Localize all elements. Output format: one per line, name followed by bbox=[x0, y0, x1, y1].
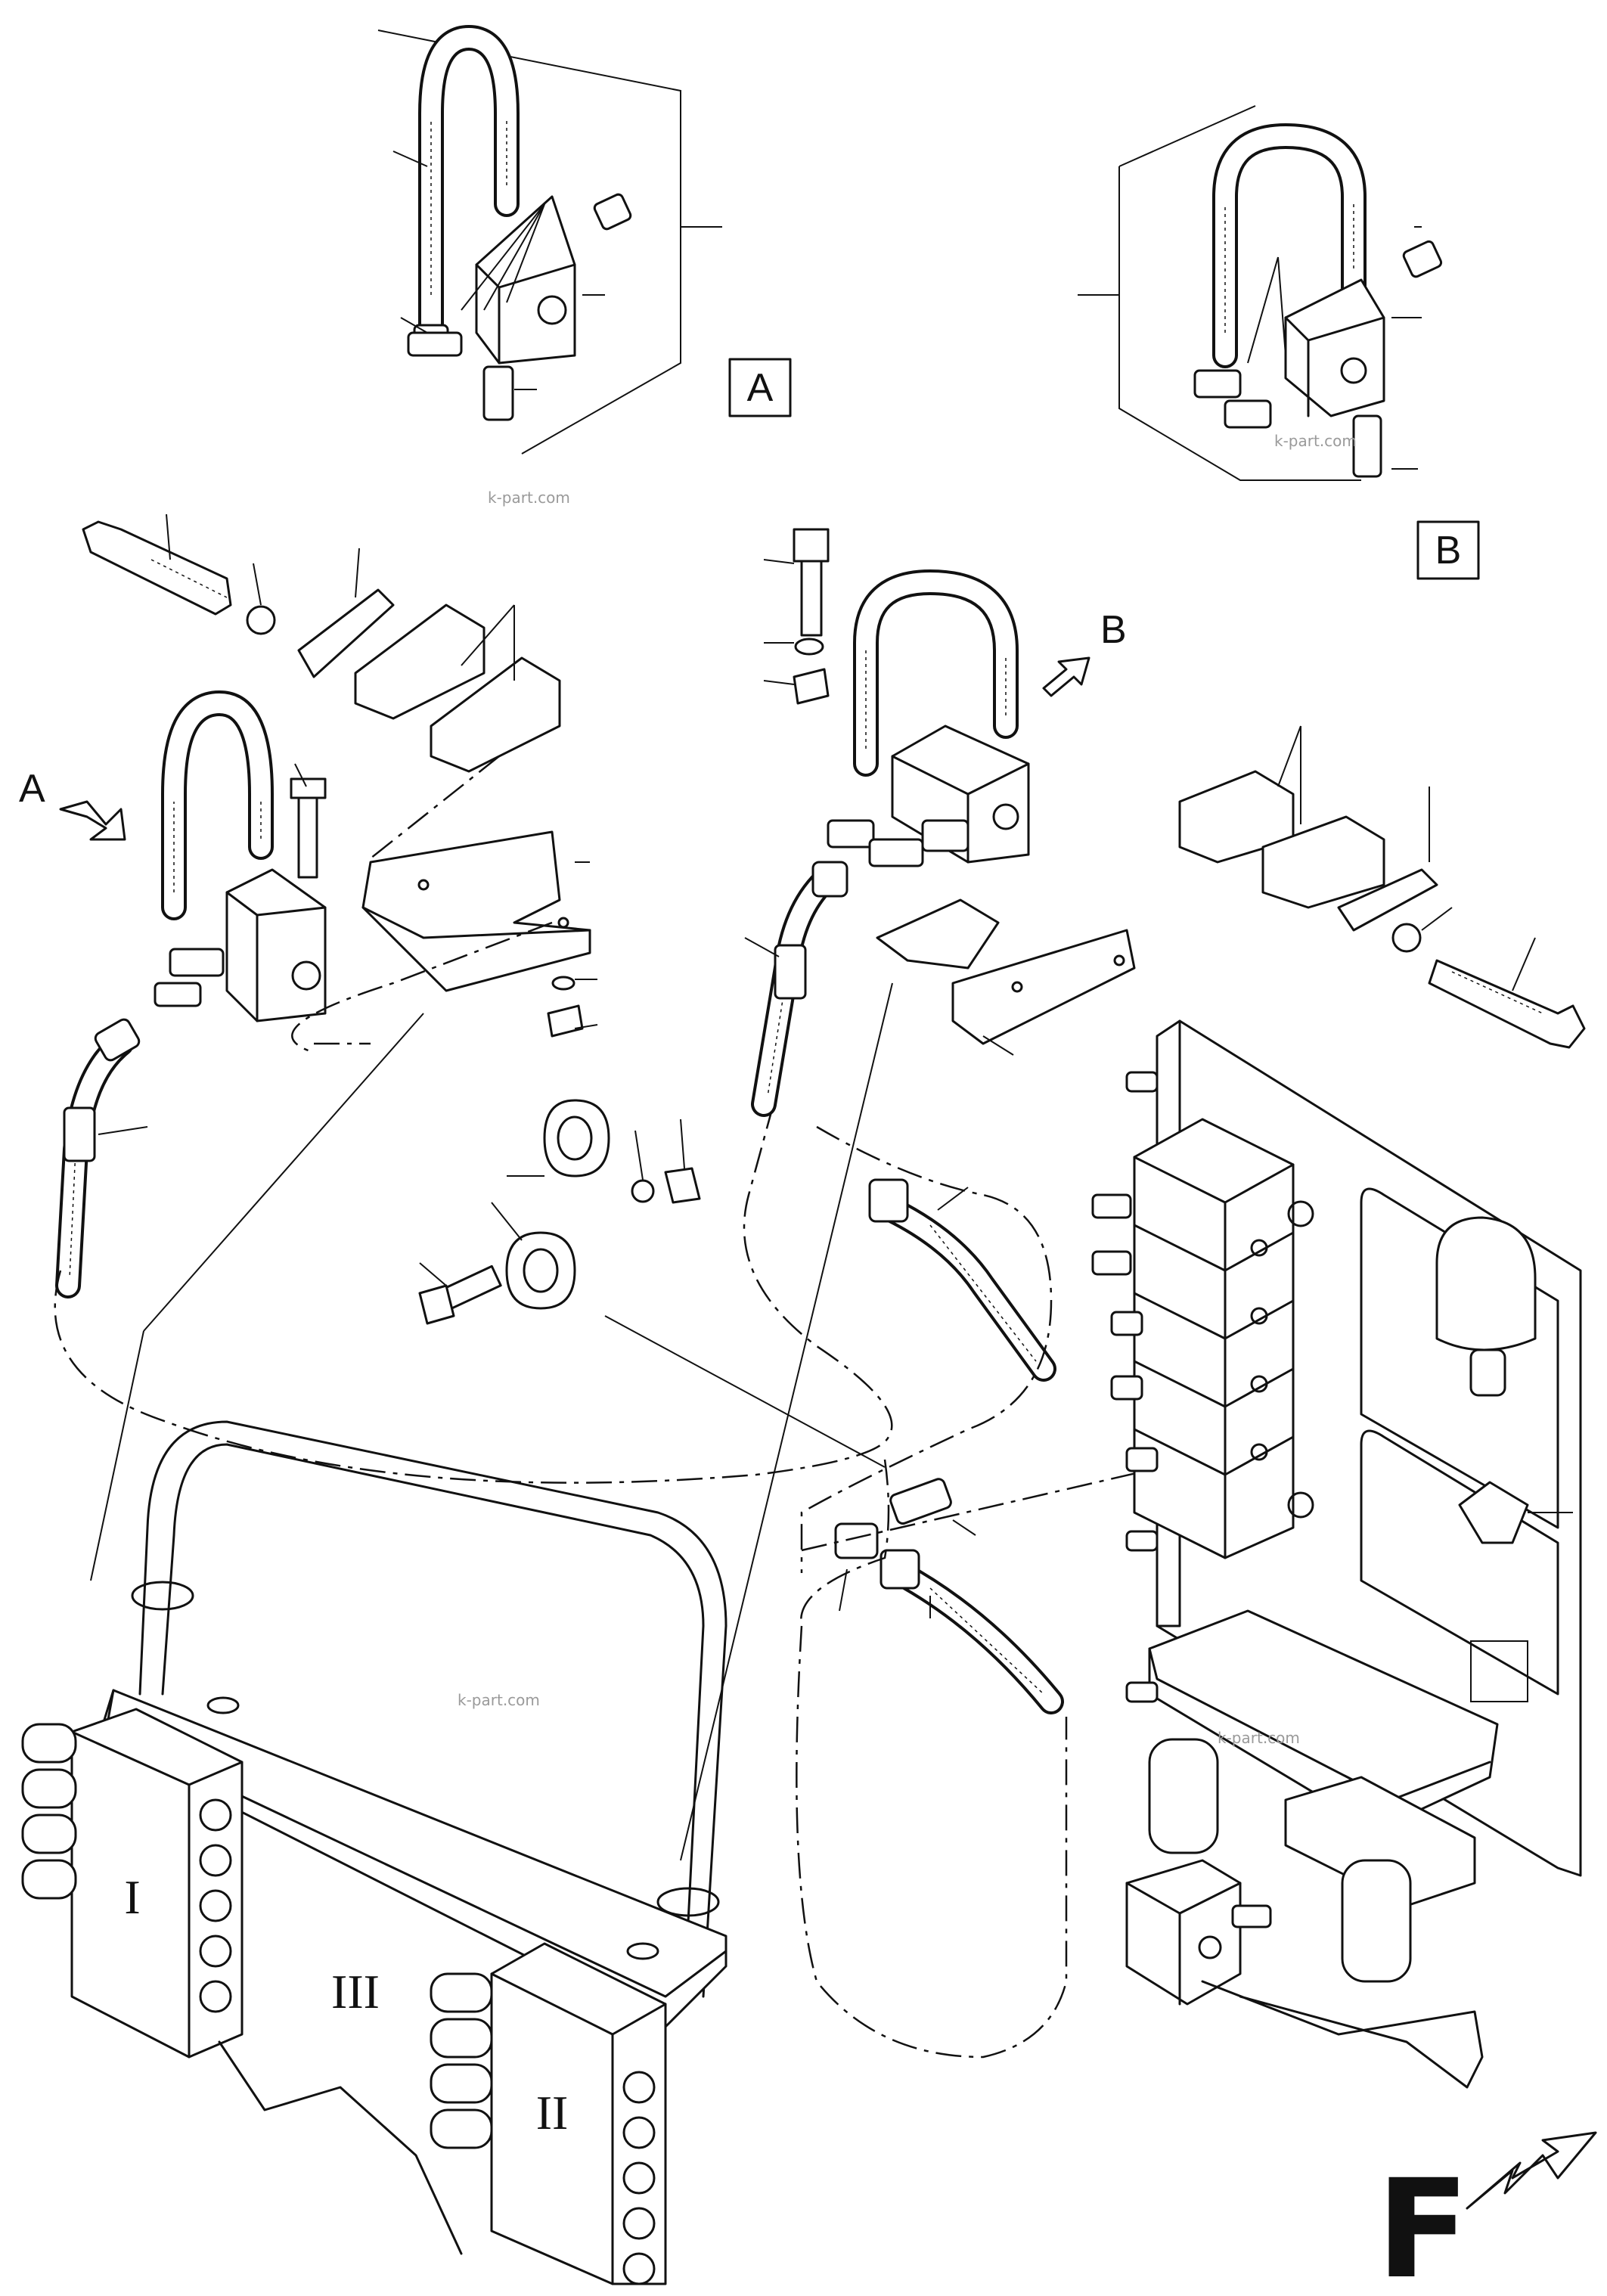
hose-clip-clamps bbox=[418, 1099, 701, 1325]
valve-section-ii-label: II bbox=[536, 2086, 569, 2139]
watermark: k-part.com bbox=[458, 1691, 540, 1709]
view-b-arrow-label: B bbox=[1100, 608, 1127, 652]
detail-b-label-box bbox=[1416, 520, 1480, 580]
centre-hoses bbox=[834, 1178, 1064, 1714]
mounting-bracket-left bbox=[361, 830, 598, 1038]
detail-a-label: A bbox=[747, 366, 774, 410]
center-manifold-assembly bbox=[744, 528, 1136, 1117]
routing-lines bbox=[54, 921, 1196, 2059]
detail-a-view bbox=[377, 24, 722, 455]
detail-a-label-box bbox=[728, 358, 792, 417]
view-a-arrow-label: A bbox=[19, 767, 45, 811]
hydraulic-control-panel bbox=[1091, 1019, 1582, 2089]
view-a-arrow bbox=[59, 800, 126, 841]
front-direction-label: F bbox=[1376, 2151, 1469, 2296]
watermark: k-part.com bbox=[488, 489, 570, 507]
detail-b-view bbox=[1078, 105, 1443, 481]
left-manifold-assembly bbox=[55, 690, 371, 1298]
control-valve-frame bbox=[21, 1420, 727, 2285]
detail-b-label: B bbox=[1435, 529, 1462, 572]
valve-section-iii-label: III bbox=[331, 1965, 380, 2018]
watermark: k-part.com bbox=[1218, 1729, 1300, 1747]
watermark: k-part.com bbox=[1274, 432, 1357, 450]
right-clamp-kit bbox=[1178, 725, 1586, 1049]
view-b-arrow bbox=[1042, 656, 1090, 697]
left-clamp-kit bbox=[82, 513, 561, 859]
front-direction-arrow bbox=[1466, 2131, 1597, 2210]
valve-section-i-label: I bbox=[124, 1870, 140, 1924]
